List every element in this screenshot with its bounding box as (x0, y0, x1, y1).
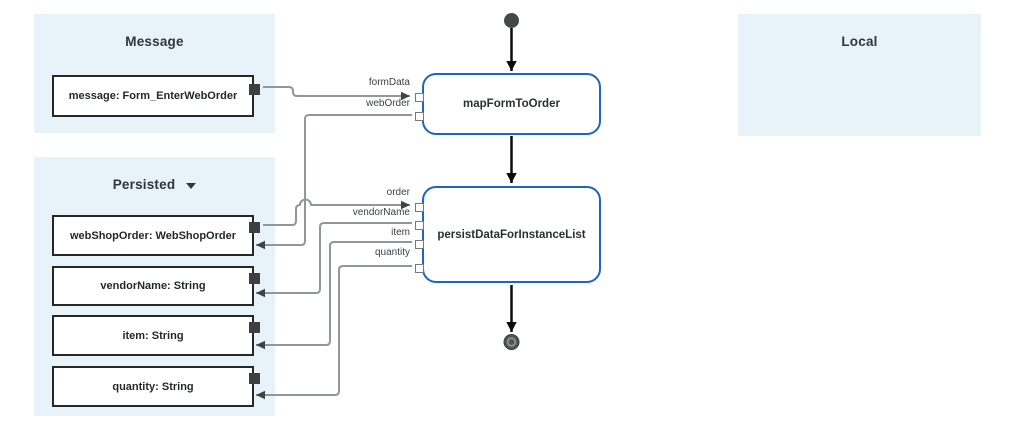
connection-message-to-formdata[interactable] (263, 86, 410, 101)
variable-box-quantity[interactable]: quantity: String (52, 366, 260, 407)
variable-label: webShopOrder: WebShopOrder (69, 229, 237, 242)
connection-quantity-port-to-quantity[interactable] (256, 265, 412, 400)
chevron-down-icon[interactable] (186, 182, 197, 189)
flow-node-mapformtoorder[interactable]: mapFormToOrder (414, 73, 601, 135)
port-weborder[interactable] (414, 112, 424, 121)
variable-label: message: Form_EnterWebOrder (68, 90, 238, 102)
persisted-panel-title: Persisted (112, 177, 176, 192)
variable-box-message[interactable]: message: Form_EnterWebOrder (52, 75, 260, 117)
port-label-weborder: webOrder (366, 98, 410, 109)
connector-handle-item[interactable] (249, 322, 260, 333)
variable-box-vendorname[interactable]: vendorName: String (52, 266, 260, 306)
port-item[interactable] (414, 239, 424, 249)
variable-box-webshoporder[interactable]: webShopOrder: WebShopOrder (52, 215, 260, 256)
node-label: mapFormToOrder (463, 98, 560, 110)
connector-handle-message[interactable] (249, 84, 260, 95)
message-panel-title: Message (125, 34, 184, 49)
port-label-formdata: formData (368, 77, 410, 88)
start-event-icon[interactable] (504, 13, 519, 28)
connection-item-port-to-item[interactable] (256, 241, 412, 350)
variable-label: item: String (122, 329, 184, 342)
local-panel: Local (738, 14, 981, 136)
variable-label: vendorName: String (100, 280, 206, 292)
end-event-icon[interactable] (503, 334, 520, 350)
connector-handle-vendorname[interactable] (249, 273, 260, 284)
variable-label: quantity: String (112, 380, 194, 393)
port-vendorname[interactable] (414, 220, 424, 230)
connector-handle-webshoporder[interactable] (249, 222, 260, 233)
port-quantity[interactable] (414, 263, 424, 273)
port-label-quantity: quantity (374, 247, 410, 258)
connection-webshoporder-to-order[interactable] (263, 198, 410, 226)
local-panel-title: Local (841, 34, 878, 49)
port-order[interactable] (414, 202, 424, 212)
node-label: persistDataForInstanceList (437, 228, 586, 241)
variable-box-item[interactable]: item: String (52, 315, 260, 356)
connector-handle-quantity[interactable] (249, 373, 260, 384)
connection-weborder-to-webshoporder[interactable] (256, 114, 412, 250)
port-formdata[interactable] (414, 93, 424, 102)
port-label-item: item (391, 227, 410, 238)
port-label-vendorname: vendorName (352, 207, 410, 218)
port-label-order: order (386, 187, 410, 198)
flow-node-persistdataforinstancelist[interactable]: persistDataForInstanceList (414, 186, 601, 283)
connection-vendorname-port-to-vendorname[interactable] (256, 222, 412, 298)
